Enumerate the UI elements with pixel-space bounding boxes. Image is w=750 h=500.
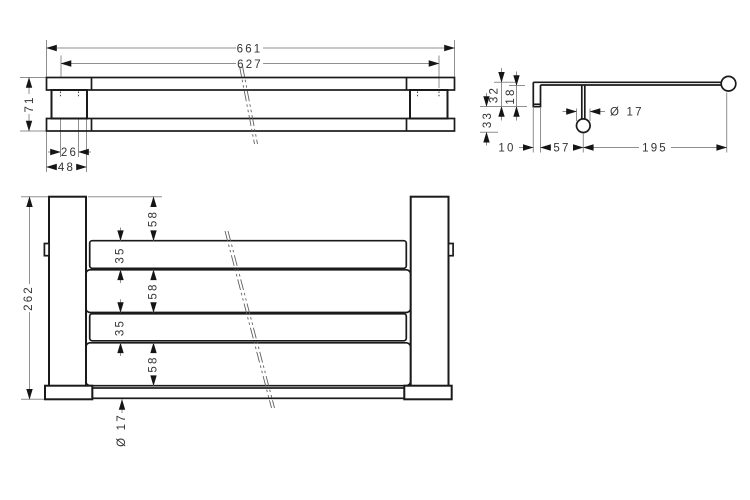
break-line	[242, 65, 258, 145]
dim-bar-diameter: Ø 17	[610, 107, 644, 119]
slat-narrow	[88, 312, 408, 342]
arm-end-cap	[720, 75, 737, 92]
dim-bar-offset: 57	[553, 143, 570, 155]
slat-narrow	[88, 239, 408, 270]
front-view: 661 627 71 26 48	[20, 40, 456, 174]
top-rail	[45, 76, 456, 91]
break-line	[224, 230, 272, 409]
dim-bracket-width: 48	[58, 162, 75, 174]
dim-section: 58	[148, 210, 160, 227]
slat-wide	[84, 268, 412, 314]
break-line	[227, 230, 275, 409]
bottom-rail	[45, 117, 456, 132]
dim-section: 58	[148, 282, 160, 299]
dim-plate-depth: 10	[498, 143, 515, 155]
dim-section: 35	[115, 319, 127, 336]
left-arm	[48, 195, 87, 389]
towel-bar-section	[575, 118, 591, 134]
dim-section: 35	[115, 246, 127, 263]
dim-inner-width: 627	[237, 59, 263, 71]
right-bracket-post	[409, 89, 449, 120]
dim-inner-height: 18	[505, 87, 517, 104]
plan-view: 262 58 35 58 35 58 Ø 17	[21, 195, 454, 447]
dim-section: 58	[148, 355, 160, 372]
right-arm-notch	[447, 242, 454, 257]
left-arm-notch	[43, 242, 50, 257]
side-view: 32 18 33 Ø 17 10 57 195	[480, 68, 737, 155]
right-wall-plate	[403, 384, 453, 401]
slat-wide	[84, 341, 412, 387]
right-arm	[409, 195, 450, 389]
left-bracket-post	[50, 89, 88, 120]
wall-plate-profile	[532, 82, 542, 108]
dim-plate-height: 32	[489, 86, 501, 103]
rear-towel-bar	[91, 387, 406, 400]
dim-overall-height: 71	[24, 95, 36, 112]
dim-arm-reach: 195	[642, 143, 668, 155]
dim-overall-width: 661	[237, 44, 263, 56]
dim-bar-diameter: Ø 17	[116, 413, 128, 447]
dim-hole-spacing: 26	[61, 147, 78, 159]
break-line	[239, 65, 255, 145]
dim-overall-depth: 262	[23, 285, 35, 311]
dim-bar-drop: 33	[482, 111, 494, 128]
left-wall-plate	[44, 384, 94, 401]
